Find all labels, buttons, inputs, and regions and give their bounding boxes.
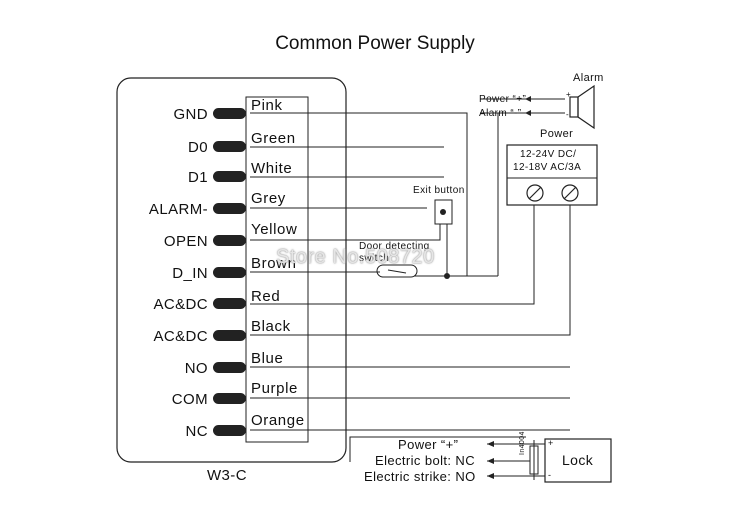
pin-label-com: COM (171, 391, 208, 408)
power-line2: 12-18V AC/3A (513, 162, 582, 173)
pin-label-open: OPEN (163, 233, 208, 250)
terminal-strip (245, 96, 309, 443)
wire-label-purple: Purple (251, 380, 298, 397)
alarm-power-text: Power “+” (479, 94, 527, 105)
lock-power-label: Power “+” (398, 437, 459, 452)
power-supply-box (506, 144, 598, 206)
wire-label-white: White (251, 160, 293, 177)
wire-label-green: Green (251, 130, 296, 147)
junction-dot (444, 273, 450, 279)
exit-button-label: Exit button (413, 185, 465, 196)
exit-button-dot (440, 209, 446, 215)
power-terminals (526, 184, 579, 202)
alarm-title: Alarm (573, 72, 604, 84)
lock-box (544, 438, 612, 483)
wire-label-red: Red (251, 288, 281, 305)
power-title: Power (540, 128, 574, 140)
wire-red (250, 205, 535, 305)
wire-alarm-feed (480, 112, 499, 276)
device-outline (116, 77, 347, 463)
wire-pink (250, 112, 468, 276)
lock-bolt-label: Electric bolt: NC (375, 453, 475, 468)
pin-contact-acdc-1 (213, 298, 246, 309)
pin-contact-no (213, 362, 246, 373)
pin-label-gnd: GND (173, 106, 208, 123)
pin-contacts (213, 108, 246, 436)
lock-title: Lock (562, 452, 594, 468)
door-switch-label-1: Door detecting (359, 241, 430, 252)
pin-contact-nc (213, 425, 246, 436)
pin-contact-d-in (213, 267, 246, 278)
lock-strike-label: Electric strike: NO (364, 469, 476, 484)
diode-label: In4004 (519, 431, 526, 455)
wire-lock-frame (349, 436, 526, 462)
wire-yellow (250, 224, 441, 241)
wire-label-blue: Blue (251, 350, 284, 367)
alarm-minus-text: Alarm “-” (479, 108, 522, 119)
diagram-title: Common Power Supply (275, 33, 475, 54)
pin-label-d1: D1 (188, 169, 208, 186)
exit-button-body (434, 199, 453, 225)
wire-label-brown: Brown (251, 255, 297, 272)
device-label: W3-C (207, 467, 247, 484)
pin-label-d0: D0 (188, 139, 208, 156)
door-switch-label-2: switch (359, 253, 390, 264)
wire-label-yellow: Yellow (251, 221, 298, 238)
wire-label-grey: Grey (251, 190, 286, 207)
lock-minus-sign: - (548, 470, 552, 480)
wire-label-orange: Orange (251, 412, 305, 429)
store-watermark: Store No.508720 (276, 246, 435, 268)
door-switch-body (376, 264, 418, 278)
alarm-speaker (569, 84, 595, 130)
pin-label-d-in: D_IN (172, 265, 208, 282)
pin-contact-gnd (213, 108, 246, 119)
pin-contact-open (213, 235, 246, 246)
lock-plus-sign: + (548, 438, 554, 448)
pin-label-acdc-2: AC&DC (153, 328, 208, 345)
pin-label-acdc-1: AC&DC (153, 296, 208, 313)
pin-label-nc: NC (185, 423, 208, 440)
pin-contact-d0 (213, 141, 246, 152)
wire-black (250, 205, 571, 336)
pin-label-no: NO (184, 360, 208, 377)
wire-label-pink: Pink (251, 97, 283, 114)
pin-label-alarm: ALARM- (148, 201, 208, 218)
alarm-plus-sign: + (566, 90, 572, 99)
pin-contact-d1 (213, 171, 246, 182)
wires (250, 98, 571, 477)
wire-label-black: Black (251, 318, 291, 335)
pin-contact-com (213, 393, 246, 404)
pin-contact-acdc-2 (213, 330, 246, 341)
alarm-minus-sign: - (566, 110, 570, 119)
pin-contact-alarm (213, 203, 246, 214)
power-line1: 12-24V DC/ (520, 149, 577, 160)
